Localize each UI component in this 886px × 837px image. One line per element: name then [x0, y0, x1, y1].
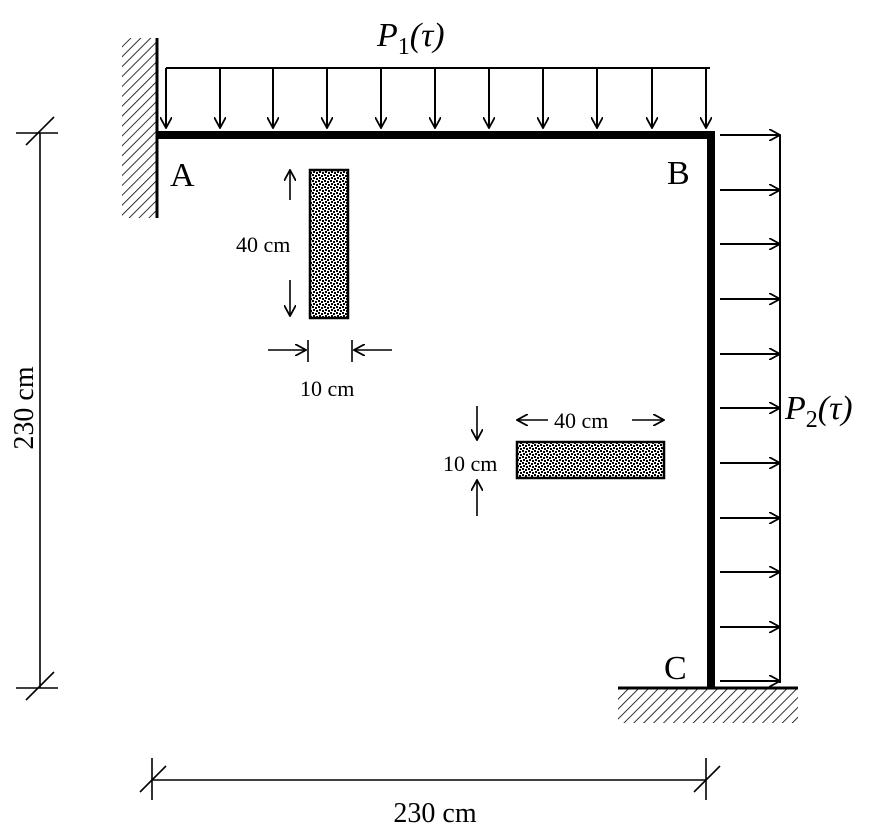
load-p2-label: P2(τ): [784, 390, 853, 433]
width-dimension-label: 230 cm: [393, 798, 476, 829]
height-dimension-line: [16, 116, 58, 701]
node-a-label: A: [170, 157, 195, 194]
beam-section: [477, 406, 666, 516]
load-p1-arrows: [166, 67, 710, 128]
column-section-width-label: 10 cm: [300, 376, 354, 401]
column-section: [268, 168, 392, 362]
load-p2-arrows: [720, 135, 781, 683]
load-p1-label: P1(τ): [376, 17, 445, 60]
support-a-wall: [122, 38, 159, 218]
beam-section-width-label: 40 cm: [554, 408, 608, 433]
width-dimension-line: [139, 758, 721, 800]
beam-section-height-label: 10 cm: [443, 451, 497, 476]
node-b-label: B: [667, 155, 690, 192]
frame-members: [157, 131, 715, 688]
column-section-height-label: 40 cm: [236, 232, 290, 257]
height-dimension-label: 230 cm: [9, 366, 40, 449]
support-c-ground: [618, 686, 798, 723]
node-c-label: C: [664, 650, 687, 687]
